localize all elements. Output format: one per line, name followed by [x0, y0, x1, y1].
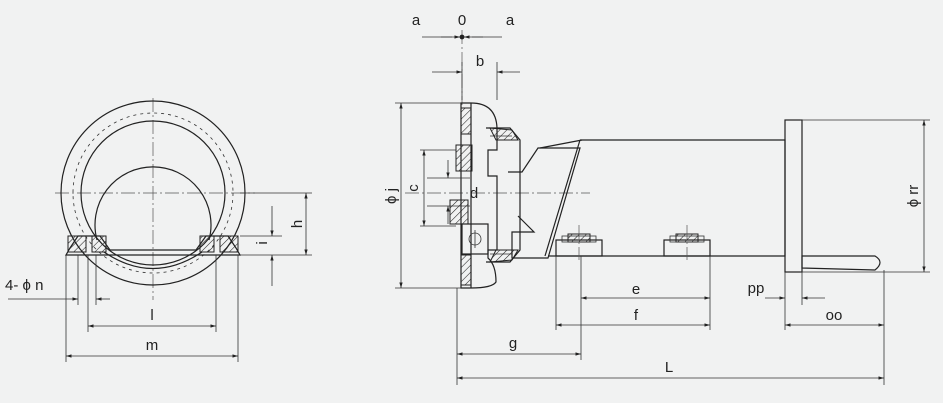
label-oo: oo [826, 307, 843, 324]
label-f: f [634, 307, 639, 324]
label-L: L [665, 359, 673, 376]
end-flange [784, 119, 803, 273]
label-pp: pp [748, 280, 765, 297]
linkage-arm [508, 147, 581, 259]
side-view: a 0 a b ϕ j c d ϕ rr e f g L pp oo [383, 12, 930, 385]
right-mount-block-outer [219, 235, 239, 253]
label-c: c [405, 184, 422, 192]
handwheel-body [460, 102, 498, 289]
label-phi-rr: ϕ rr [905, 185, 922, 208]
bearing-cone [486, 127, 521, 263]
right-mount-block-inner [199, 235, 215, 253]
label-h: h [289, 220, 306, 228]
label-i: i [254, 241, 271, 244]
middle-ring [80, 120, 226, 266]
base-arc [103, 251, 203, 269]
left-mount-block-outer [67, 235, 87, 253]
bolt-circle [72, 112, 234, 274]
left-mount-block-inner [91, 235, 107, 253]
front-view: m l 4- ϕ n h i [5, 98, 312, 362]
label-d: d [470, 185, 478, 202]
label-l: l [150, 307, 153, 324]
label-zero: 0 [458, 12, 466, 29]
label-m: m [146, 337, 159, 354]
label-b: b [476, 53, 484, 70]
zero-point [459, 34, 465, 40]
label-a-right: a [506, 12, 515, 29]
label-a-left: a [412, 12, 421, 29]
inner-ring [94, 166, 212, 241]
handle-lever [801, 255, 881, 271]
wheel-rim-bottom-section [460, 254, 472, 286]
hub-lower-section [449, 199, 469, 225]
label-4-phi-n: 4- ϕ n [5, 277, 43, 294]
label-g: g [509, 335, 517, 352]
hub-upper-section [455, 144, 473, 172]
shaft-block [461, 223, 489, 255]
label-e: e [632, 281, 640, 298]
label-phi-j: ϕ j [383, 188, 400, 204]
wheel-rim-top-section [460, 107, 472, 135]
